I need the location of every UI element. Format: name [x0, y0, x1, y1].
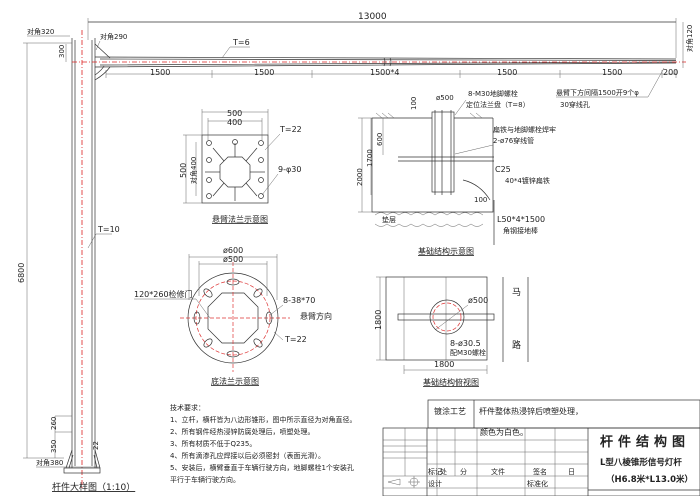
- locating-plate-label: 定位法兰盘（T=8）: [466, 100, 530, 109]
- tb-col: 分: [460, 467, 467, 476]
- base-flange-caption: 底法兰示意图: [211, 376, 259, 386]
- tb-col: 签名: [533, 467, 547, 476]
- total-length-dim: 13000: [358, 12, 387, 22]
- inspection-door-label: 120*260检修门: [134, 289, 193, 299]
- road-label-2: 路: [512, 339, 521, 351]
- segment-dim: 1500: [602, 68, 622, 77]
- tech-item: 5、安装后，横臂垂直于车辆行驶方向，地脚螺栓1个安装孔: [170, 463, 354, 472]
- coating-text: 杆件整体热浸锌后喷塑处理，: [479, 406, 583, 416]
- pole-height-dim: 6800: [17, 263, 26, 283]
- plan-side-dim: 1800: [374, 310, 383, 330]
- angle-steel-label: L50*4*1500: [497, 215, 545, 224]
- flat-iron-weld-label: 扁铁与地脚螺栓焊牢: [493, 125, 556, 134]
- plan-bottom-dim: 1800: [434, 360, 454, 369]
- cushion-label: 垫层: [382, 215, 396, 224]
- arm-flange-thickness: T=22: [279, 125, 302, 134]
- coating-label: 镀涂工艺: [434, 406, 466, 416]
- plan-dia: ø500: [468, 296, 488, 305]
- tb-col: 标记: [428, 467, 442, 476]
- arm-root-diag: 对角290: [100, 32, 127, 41]
- arm-flange: 500 400 500 对角400 T=22 9-φ30 悬臂法兰示意图: [179, 109, 302, 224]
- segment-dim: 1500: [497, 68, 517, 77]
- foundation-plan: ø500 8-ø30.5 配M30螺栓 1800 1800 马 路 基础结构俯视…: [374, 276, 529, 387]
- rib-260-dim: 260: [50, 417, 58, 430]
- base-flange-thickness: T=22: [284, 335, 307, 344]
- road-label-1: 马: [512, 287, 521, 298]
- section-1700-dim: 1700: [366, 149, 374, 167]
- base-flange-dia-outer: ø600: [223, 246, 243, 255]
- tb-col: 文件: [491, 467, 505, 476]
- base-flange-dia-inner: ø500: [223, 255, 243, 264]
- drawing-spec: （H6.8米*L13.0米）: [606, 474, 693, 485]
- arm-thickness: T=6: [232, 38, 250, 47]
- conduit-label: 2-ø76穿线管: [493, 136, 534, 145]
- foundation-section-caption: 基础结构示意图: [418, 246, 474, 256]
- tb-col: 日: [568, 468, 575, 476]
- segment-dim: 200: [663, 68, 678, 77]
- foundation-plan-caption: 基础结构俯视图: [423, 377, 479, 387]
- ground-rod-label: 角钢接地棒: [503, 226, 538, 235]
- segment-dim: 1500*4: [370, 68, 399, 77]
- arm-hole-note-2: 30穿线孔: [560, 100, 590, 109]
- section-dia: ø500: [436, 94, 454, 102]
- arm-tip-diag: 对角120: [685, 25, 694, 52]
- arm-flange-holes: 9-φ30: [278, 165, 301, 174]
- section-600-dim: 600: [376, 133, 384, 146]
- pole-base-diag: 对角380: [36, 458, 63, 467]
- drawing-title: 杆件结构图: [600, 434, 690, 450]
- tb-row: 标准化: [527, 479, 548, 488]
- section-2000-dim: 2000: [356, 168, 364, 186]
- arm-flange-width-inner: 400: [227, 118, 242, 127]
- tech-item: 4、所有滴渗孔应焊接以后必须密封（表面光滑）。: [170, 451, 325, 460]
- flat-iron-label: 40*4镀锌扁铁: [505, 176, 550, 185]
- plan-bolts: 配M30螺栓: [450, 348, 486, 357]
- pole-thickness: T=10: [97, 225, 120, 234]
- drawing-subtitle: L型八棱锥形信号灯杆: [600, 457, 682, 468]
- coating-text-2: 颜色为白色。: [480, 427, 528, 437]
- pole-top-diag: 对角320: [27, 27, 54, 36]
- tech-item: 2、所有钢件经热浸锌防腐处理后，喷塑处理。: [170, 427, 314, 436]
- pole-detail: 13000 对角320 对角290 300 T=6 1500 1500 1500…: [17, 12, 694, 493]
- tech-item: 平行于车辆行驶方向。: [170, 475, 240, 484]
- arm-flange-height-inner: 对角400: [189, 157, 198, 184]
- tech-title: 技术要求：: [170, 403, 205, 412]
- base-flange: ø600 ø500 120*260检修门 8-38*70 悬臂方向 T=22 底…: [134, 246, 332, 386]
- segment-dim: 1500: [150, 68, 170, 77]
- base-flange-slots: 8-38*70: [283, 296, 315, 305]
- section-100-dim: 100: [474, 196, 487, 204]
- arm-direction-label: 悬臂方向: [300, 311, 332, 321]
- arm-flange-caption: 悬臂法兰示意图: [212, 214, 268, 224]
- plan-holes: 8-ø30.5: [450, 339, 481, 348]
- arm-flange-width-outer: 500: [227, 109, 242, 118]
- arm-root-height: 300: [58, 45, 66, 58]
- tech-item: 1、立杆，横杆皆为八边形锥形，图中所示直径为对角直径。: [170, 415, 356, 424]
- pole-detail-caption: 杆件大样图（1:10）: [52, 481, 135, 493]
- rib-350-dim: 350: [50, 440, 58, 453]
- foundation-section: 100 ø500 8-M30地脚螺栓 定位法兰盘（T=8） 600 1700 2…: [356, 89, 556, 256]
- anchor-bolts-label: 8-M30地脚螺栓: [468, 89, 518, 98]
- arm-hole-note: 悬臂下方间隔1500开9个φ: [556, 88, 639, 97]
- section-top-dim: 100: [410, 97, 418, 110]
- tech-requirements: 技术要求： 1、立杆，横杆皆为八边形锥形，图中所示直径为对角直径。 2、所有钢件…: [170, 403, 356, 484]
- title-block: 镀涂工艺 杆件整体热浸锌后喷塑处理， 颜色为白色。 标记 处 分 文件 签名 日…: [382, 399, 700, 496]
- base-thickness-dim: 22: [92, 441, 100, 450]
- tb-row: 设计: [428, 479, 442, 488]
- arm-flange-height-outer: 500: [179, 163, 188, 178]
- tb-col: 处: [440, 467, 447, 476]
- segment-dim: 1500: [254, 68, 274, 77]
- tech-item: 3、所有材质不低于Q235。: [170, 439, 256, 448]
- concrete-grade: C25: [495, 165, 511, 174]
